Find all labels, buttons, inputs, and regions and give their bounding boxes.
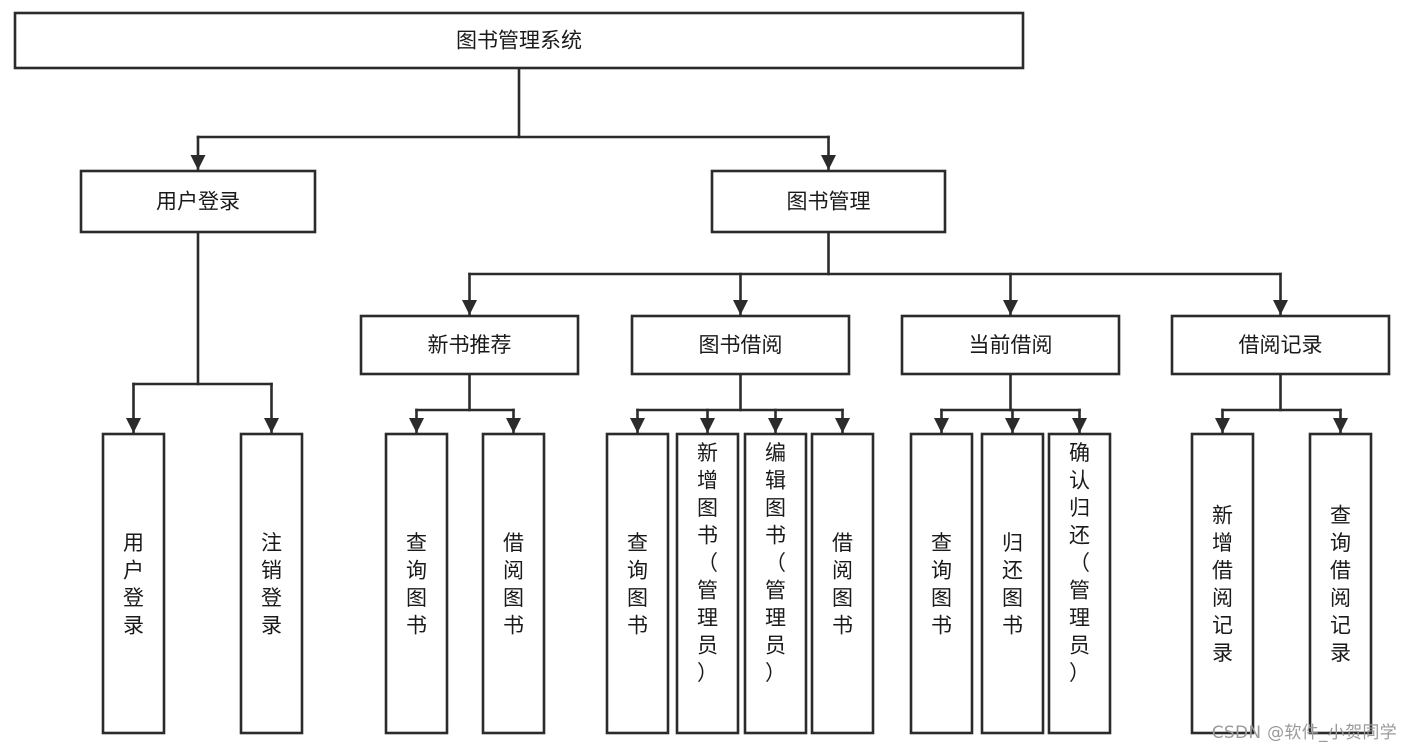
arrow-book-borrow-to-leaf-2	[768, 418, 783, 433]
node-box-book-manage[interactable]	[710, 169, 947, 234]
node-leaf-logout[interactable]: 注销登录	[239, 432, 304, 735]
node-box-user-login[interactable]	[79, 169, 317, 234]
node-box-leaf-edit-book[interactable]	[743, 432, 808, 735]
node-label-book-borrow: 图书借阅	[699, 333, 783, 357]
arrow-current-borrow-to-leaf-0	[934, 418, 949, 433]
node-label-leaf-query-book-1: 查询图书	[406, 531, 427, 638]
arrow-borrow-record-to-leaf-0	[1215, 418, 1230, 433]
nodes-layer: 图书管理系统用户登录图书管理新书推荐图书借阅当前借阅借阅记录用户登录注销登录查询…	[13, 11, 1391, 735]
node-box-leaf-query-record[interactable]	[1308, 432, 1373, 735]
node-leaf-add-record[interactable]: 新增借阅记录	[1190, 432, 1255, 735]
connectors-layer	[126, 66, 1348, 435]
csdn-watermark: CSDN @软件_小贺同学	[1211, 723, 1397, 743]
node-box-leaf-borrow-book-1[interactable]	[481, 432, 546, 735]
node-label-leaf-query-book-2: 查询图书	[627, 531, 648, 638]
node-box-new-book-rec[interactable]	[359, 314, 580, 376]
node-label-leaf-add-record: 新增借阅记录	[1212, 503, 1233, 665]
node-leaf-borrow-book-2[interactable]: 借阅图书	[810, 432, 875, 735]
arrow-user-login-to-leaf-1	[264, 418, 279, 433]
node-box-leaf-borrow-book-2[interactable]	[810, 432, 875, 735]
node-label-leaf-confirm-return: 确认归还（管理员）	[1069, 441, 1090, 685]
node-new-book-rec[interactable]: 新书推荐	[359, 314, 580, 376]
node-leaf-confirm-return[interactable]: 确认归还（管理员）	[1047, 432, 1112, 735]
node-label-leaf-user-login: 用户登录	[123, 531, 144, 638]
node-label-leaf-query-record: 查询借阅记录	[1330, 503, 1351, 665]
node-box-leaf-confirm-return[interactable]	[1047, 432, 1112, 735]
node-label-new-book-rec: 新书推荐	[428, 333, 512, 357]
arrow-current-borrow-to-leaf-2	[1072, 418, 1087, 433]
node-leaf-query-book-2[interactable]: 查询图书	[605, 432, 670, 735]
arrow-bookmanage-to-l3-3	[1273, 300, 1288, 315]
node-leaf-query-book-1[interactable]: 查询图书	[384, 432, 449, 735]
node-label-leaf-borrow-book-1: 借阅图书	[503, 531, 524, 638]
arrow-root-to-l2-0	[190, 155, 206, 170]
arrow-book-borrow-to-leaf-1	[700, 418, 715, 433]
node-label-root: 图书管理系统	[456, 29, 582, 53]
node-borrow-record[interactable]: 借阅记录	[1170, 314, 1391, 376]
node-box-current-borrow[interactable]	[900, 314, 1121, 376]
node-label-borrow-record: 借阅记录	[1239, 333, 1323, 357]
node-label-leaf-add-book: 新增图书（管理员）	[697, 441, 718, 685]
node-leaf-query-book-3[interactable]: 查询图书	[909, 432, 974, 735]
arrow-new-book-rec-to-leaf-0	[409, 418, 424, 433]
node-box-book-borrow[interactable]	[630, 314, 851, 376]
arrow-book-borrow-to-leaf-0	[630, 418, 645, 433]
node-box-leaf-add-book[interactable]	[675, 432, 740, 735]
node-label-leaf-borrow-book-2: 借阅图书	[832, 531, 853, 638]
node-label-leaf-return-book: 归还图书	[1002, 531, 1023, 638]
node-leaf-borrow-book-1[interactable]: 借阅图书	[481, 432, 546, 735]
node-book-borrow[interactable]: 图书借阅	[630, 314, 851, 376]
node-root[interactable]: 图书管理系统	[13, 11, 1025, 70]
node-current-borrow[interactable]: 当前借阅	[900, 314, 1121, 376]
node-box-leaf-query-book-2[interactable]	[605, 432, 670, 735]
arrow-current-borrow-to-leaf-1	[1005, 418, 1020, 433]
node-label-leaf-logout: 注销登录	[261, 531, 282, 638]
node-box-leaf-return-book[interactable]	[980, 432, 1045, 735]
node-box-root[interactable]	[13, 11, 1025, 70]
node-box-leaf-user-login[interactable]	[101, 432, 166, 735]
node-label-book-manage: 图书管理	[787, 190, 871, 214]
node-leaf-query-record[interactable]: 查询借阅记录	[1308, 432, 1373, 735]
arrow-root-to-l2-1	[821, 155, 836, 170]
arrow-bookmanage-to-l3-1	[733, 300, 748, 315]
node-book-manage[interactable]: 图书管理	[710, 169, 947, 234]
node-box-borrow-record[interactable]	[1170, 314, 1391, 376]
node-box-leaf-query-book-1[interactable]	[384, 432, 449, 735]
node-box-leaf-query-book-3[interactable]	[909, 432, 974, 735]
arrow-borrow-record-to-leaf-1	[1333, 418, 1348, 433]
arrow-bookmanage-to-l3-2	[1003, 300, 1018, 315]
arrow-new-book-rec-to-leaf-1	[506, 418, 521, 433]
node-box-leaf-logout[interactable]	[239, 432, 304, 735]
node-leaf-return-book[interactable]: 归还图书	[980, 432, 1045, 735]
arrow-bookmanage-to-l3-0	[462, 300, 477, 315]
arrow-book-borrow-to-leaf-3	[835, 418, 850, 433]
node-label-current-borrow: 当前借阅	[969, 333, 1053, 357]
node-user-login[interactable]: 用户登录	[79, 169, 317, 234]
node-box-leaf-add-record[interactable]	[1190, 432, 1255, 735]
node-leaf-add-book[interactable]: 新增图书（管理员）	[675, 432, 740, 735]
arrow-user-login-to-leaf-0	[126, 418, 141, 433]
node-label-leaf-edit-book: 编辑图书（管理员）	[765, 441, 786, 685]
node-leaf-edit-book[interactable]: 编辑图书（管理员）	[743, 432, 808, 735]
node-label-leaf-query-book-3: 查询图书	[931, 531, 952, 638]
node-label-user-login: 用户登录	[156, 190, 240, 214]
node-leaf-user-login[interactable]: 用户登录	[101, 432, 166, 735]
